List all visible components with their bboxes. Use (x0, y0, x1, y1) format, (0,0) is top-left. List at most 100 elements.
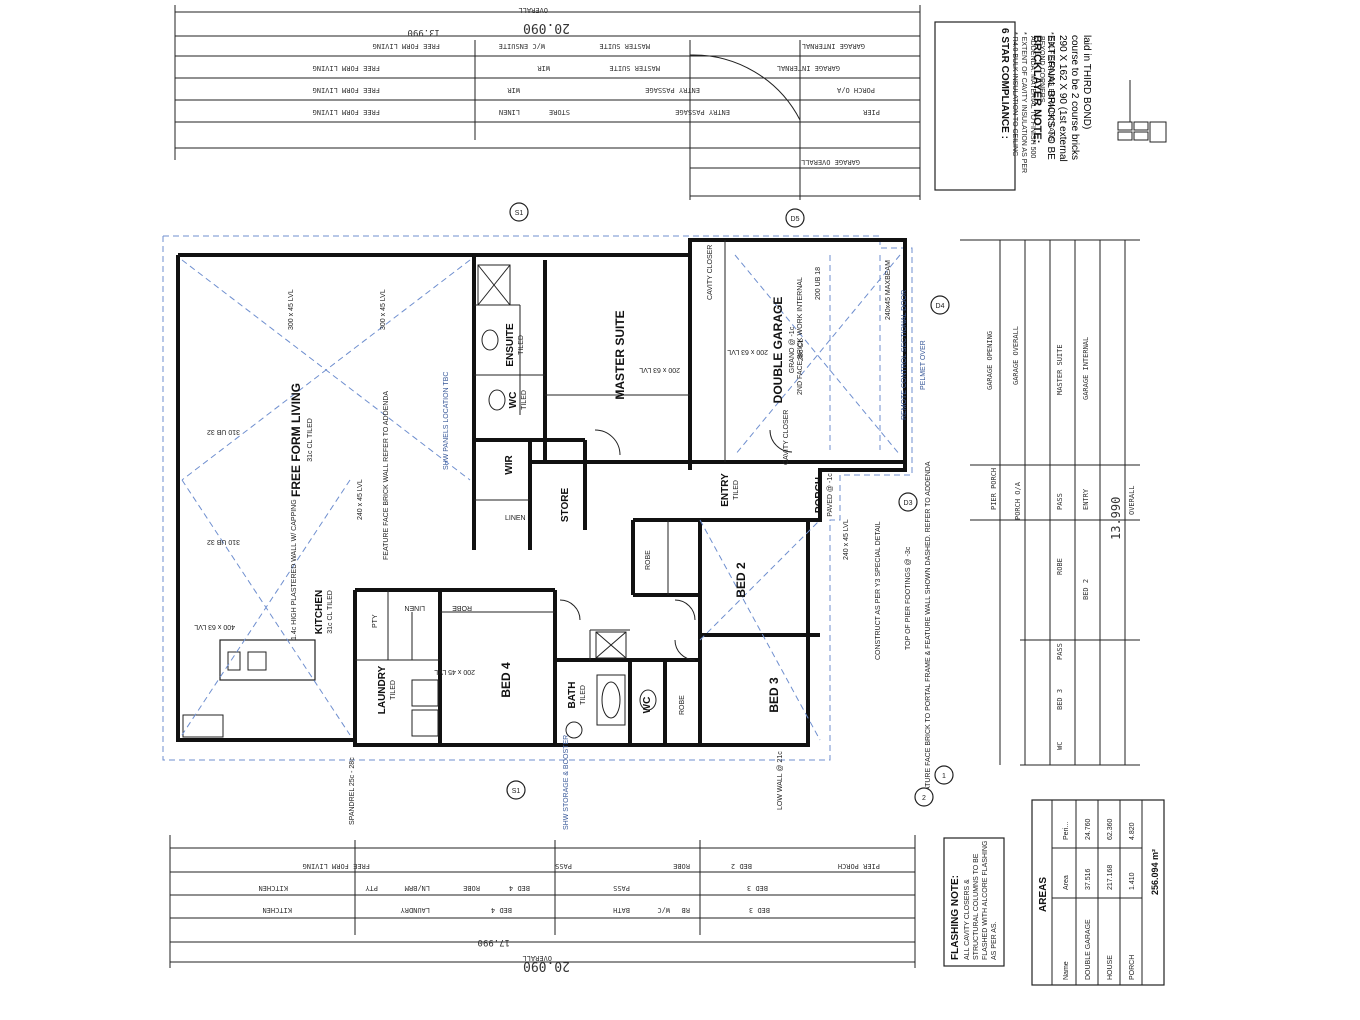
bottom-dim-text-8: BED 4 (491, 906, 512, 914)
note-shw-storage: SHW STORAGE & BOOSTER (563, 735, 570, 830)
svg-text:37.516: 37.516 (1085, 868, 1092, 890)
right-dim-text-3: GARAGE INTERNAL (1082, 337, 1090, 400)
note-pelmet: PELMET OVER (920, 340, 927, 390)
flash-line-0: ALL CAVITY CLOSERS & (964, 879, 971, 960)
svg-text:217.168: 217.168 (1107, 865, 1114, 890)
section-markers: S1 S1 D5 D4 D3 1 2 (506, 202, 954, 807)
note-shw-panels: SHW PANELS LOCATION TBC (443, 372, 450, 470)
note-remote-door: REMOTE CONTROL SECTIONAL DOOR (901, 290, 908, 420)
six-star-title: 6 STAR COMPLIANCE : (999, 28, 1010, 139)
note-spandrel: SPANDREL 25c - 28c (349, 757, 356, 825)
annotations: FEATURE FACE BRICK WALL REFER TO ADDENDA… (291, 245, 932, 830)
room-bed-4: BED 4 (499, 662, 513, 698)
bottom-dim-text-1: KITCHEN (258, 884, 288, 892)
areas-total: 256.094 m² (1150, 849, 1160, 895)
right-dim-text-4: PIER PORCH (990, 468, 998, 510)
room-pty: PTY (372, 614, 379, 628)
top-dim-text-16: PIER (862, 108, 880, 116)
star-line-2: ADDENDA. MATERIAL TO FINISH 500 (1029, 36, 1036, 158)
svg-text:D3: D3 (904, 500, 913, 507)
top-dim-text-5: WIR (537, 64, 550, 72)
areas-header-perimeter: Peri... (1063, 822, 1070, 840)
right-dim-text-6: PASS (1056, 493, 1064, 510)
bottom-dimension-strings: FREE FORM LIVING KITCHEN KITCHEN PTY LN/… (169, 835, 916, 973)
beam-6: 200 x 63 LVL (639, 366, 680, 373)
svg-text:24.760: 24.760 (1085, 818, 1092, 840)
bottom-dim-text-9: PASS (555, 862, 572, 870)
bottom-dim-text-4: LN/BRM (405, 884, 430, 892)
bottom-dim-text-5: LAUNDRY (400, 906, 430, 914)
room-ensuite: ENSUITE (505, 323, 516, 367)
svg-text:S1: S1 (515, 210, 524, 217)
marker-d5: D5 (785, 208, 805, 228)
room-labels: FREE FORM LIVING 31c CL TILED ENSUITE TI… (289, 297, 834, 715)
room-entry: ENTRY (720, 473, 731, 507)
top-dim-text-8: STORE (549, 108, 570, 116)
bottom-dim-text-12: BATH (613, 906, 630, 914)
flashing-title: FLASHING NOTE: (950, 875, 961, 960)
areas-row-0: DOUBLE GARAGE 37.516 24.760 (1085, 818, 1092, 980)
brick-line-3: laid in THIRD BOND) (1081, 35, 1092, 129)
room-laundry-sub: TILED (390, 680, 397, 700)
room-linen-2: LINEN (404, 604, 425, 611)
overall-right-label: OVERALL (1128, 485, 1136, 515)
six-star-note: 6 STAR COMPLIANCE : * R4.0 BULK INSULATI… (934, 21, 1054, 191)
note-cavity-closer-1: CAVITY CLOSER (707, 245, 714, 300)
top-dim-text-10: MASTER SUITE (609, 64, 660, 72)
top-dim-text-17: GARAGE OVERALL (801, 158, 860, 166)
bottom-dim-text-13: W/C (657, 906, 670, 914)
right-dim-text-5: PORCH O/A (1014, 481, 1022, 520)
flash-line-1: STRUCTURAL COLUMNS TO BE (973, 853, 980, 960)
room-bed-2: BED 2 (734, 562, 748, 598)
flashing-note: FLASHING NOTE: ALL CAVITY CLOSERS & STRU… (943, 837, 1005, 967)
star-line-4: * SELF SEALING EXHAUST FANS (1047, 32, 1054, 142)
areas-header-area: Area (1063, 875, 1070, 890)
top-dim-13990: 13.990 (407, 27, 440, 37)
bottom-dim-text-14: RB (682, 906, 690, 914)
bricklayer-title: BRICKLAYER NOTE: (1031, 35, 1043, 143)
top-dim-text-9: MASTER SUITE (599, 42, 650, 50)
beam-4: 310 UB 32 (207, 538, 240, 545)
bottom-dim-text-7: BED 4 (509, 884, 530, 892)
star-line-0: * R4.0 BULK INSULATION TO CEILING (1011, 32, 1018, 156)
bottom-dim-text-2: KITCHEN (262, 906, 292, 914)
note-construct: CONSTRUCT AS PER Y3 SPECIAL DETAIL (875, 521, 882, 660)
beam-10: 400 x 63 LVL (194, 623, 235, 630)
bottom-dim-text-17: BED 3 (749, 906, 770, 914)
beam-1: 300 x 45 LVL (288, 289, 295, 330)
room-porch-sub: PAVED @ -1c (827, 473, 834, 517)
bottom-dim-text-11: ROBE (673, 862, 690, 870)
right-dim-text-7: ENTRY (1082, 488, 1090, 510)
areas-title: AREAS (1038, 877, 1049, 912)
top-dim-text-4: W/C ENSUITE (499, 42, 545, 50)
room-robe-2: ROBE (645, 550, 652, 570)
marker-s1-bottom: S1 (506, 780, 526, 800)
room-bath-sub: TILED (580, 685, 587, 705)
room-garage-sub2: 28c CL (798, 339, 805, 361)
room-master-suite: MASTER SUITE (613, 310, 627, 399)
overall-bottom-label: OVERALL (522, 954, 552, 962)
bottom-dim-17990: 17.990 (477, 937, 510, 947)
top-dim-text-6: WIR (507, 86, 520, 94)
beam-3: 310 UB 32 (207, 428, 240, 435)
svg-text:2: 2 (922, 795, 926, 802)
bottom-dim-text-3: PTY (365, 884, 378, 892)
note-low-wall: LOW WALL @ 21c (777, 751, 784, 810)
overall-bottom-value: 20.090 (523, 958, 570, 973)
areas-table: AREAS Name Area Peri... DOUBLE GARAGE 37… (1031, 799, 1165, 986)
overall-right-value: 13.990 (1109, 497, 1123, 540)
room-robe: ROBE (679, 695, 686, 715)
svg-text:D5: D5 (791, 216, 800, 223)
areas-row-2: PORCH 1.410 4.820 (1129, 822, 1136, 980)
room-garage-sub1: GRANO @ -1c (789, 326, 796, 373)
right-dim-text-12: WC (1056, 742, 1064, 750)
right-dim-text-1: GARAGE OVERALL (1012, 326, 1020, 385)
room-wir: WIR (504, 455, 515, 475)
house-walls (162, 54, 913, 761)
room-living: FREE FORM LIVING (289, 383, 303, 497)
brick-line-0: EXTERNAL BRICKS TO BE (1045, 35, 1056, 160)
bricklayer-note: BRICKLAYER NOTE: EXTERNAL BRICKS TO BE 2… (1031, 35, 1167, 162)
bottom-dim-text-18: PIER PORCH (838, 862, 880, 870)
svg-text:S1: S1 (512, 788, 521, 795)
room-bath: BATH (567, 681, 578, 708)
